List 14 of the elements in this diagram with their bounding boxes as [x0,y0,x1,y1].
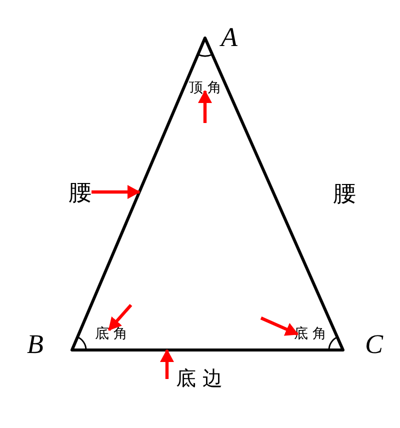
arrow [108,304,132,332]
arrow [160,349,174,379]
side-label: 腰 [333,183,356,206]
side-label: 腰 [68,182,92,204]
arrow [198,90,212,123]
vertex-label: C [365,331,384,358]
angle-label: 顶 角 [189,81,222,95]
arrow [92,185,140,199]
vertex-label: A [221,24,238,51]
angle-label: 底 角 [294,327,326,341]
arrow [260,316,299,336]
vertex-label: B [27,331,44,358]
angle-label: 底 角 [95,327,128,341]
side-label: 底 边 [164,368,222,388]
